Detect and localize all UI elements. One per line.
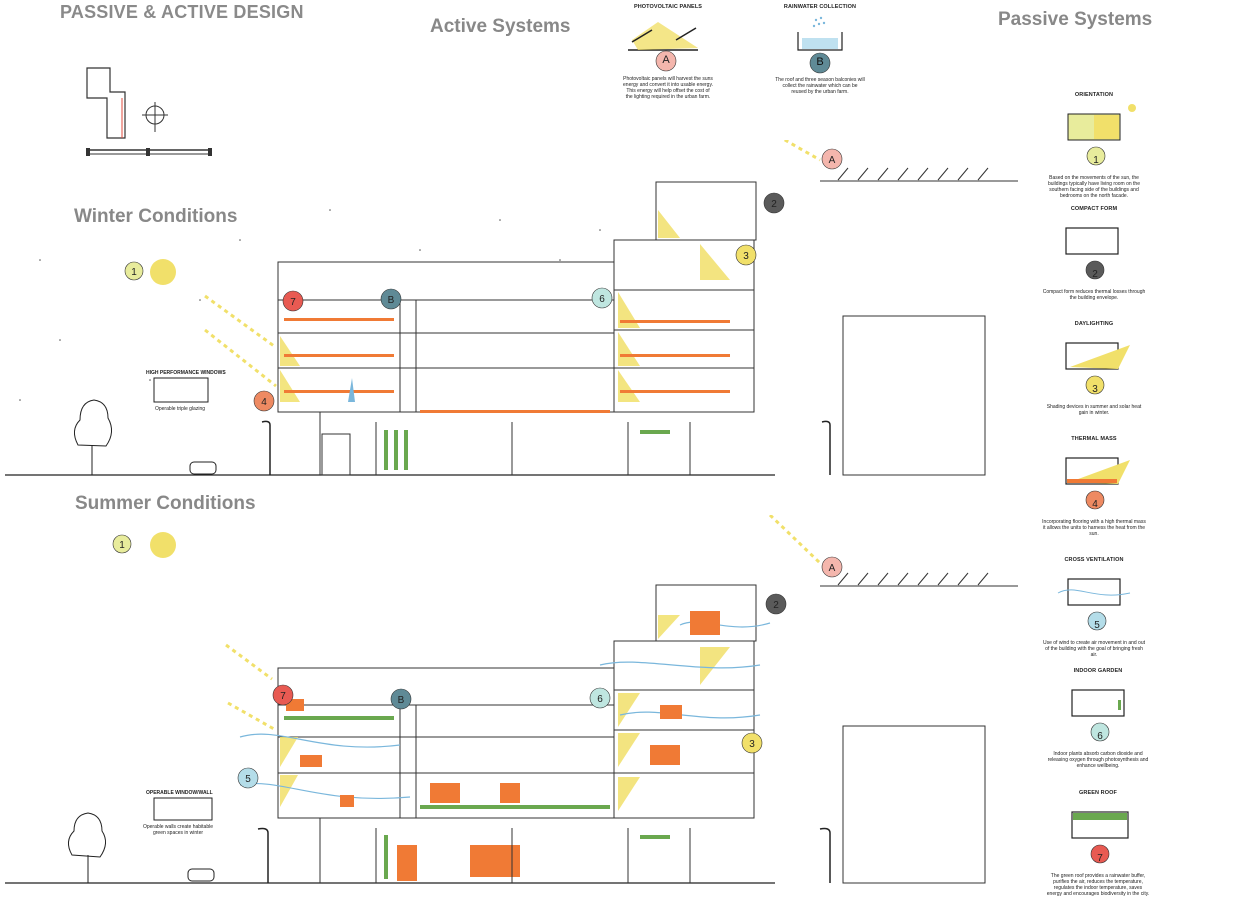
winter-callout-title: HIGH PERFORMANCE WINDOWS: [146, 370, 226, 376]
svg-text:3: 3: [749, 739, 755, 750]
compact-form-title: COMPACT FORM: [1070, 206, 1118, 212]
thermal-mass-title: THERMAL MASS: [1071, 436, 1117, 442]
winter-sun-icon: [150, 259, 176, 285]
active-systems-heading: Active Systems: [430, 16, 571, 37]
svg-text:5: 5: [245, 774, 251, 785]
svg-text:B: B: [388, 295, 395, 306]
orientation-number: 1: [1093, 155, 1099, 166]
indoor-garden-icon: [1071, 689, 1125, 742]
passive-item-compact-form: COMPACT FORM 2 Compact form reduces ther…: [1042, 206, 1146, 301]
svg-text:1: 1: [131, 267, 137, 278]
svg-text:B: B: [398, 695, 405, 706]
summer-sun-icon: [150, 532, 176, 558]
indoor-garden-desc: Indoor plants absorb carbon dioxide and …: [1047, 751, 1149, 769]
svg-text:7: 7: [280, 691, 286, 702]
summer-section-drawing: A 2 3 7 B 6 5 1: [5, 515, 1018, 884]
passive-item-daylighting: DAYLIGHTING 3 Shading devices in summer …: [1042, 321, 1146, 416]
summer-orientation-marker: [112, 534, 132, 554]
svg-text:A: A: [829, 563, 836, 574]
key-plan-icon: [86, 67, 212, 156]
snow-dots: [19, 209, 601, 401]
green-roof-desc: The green roof provides a rainwater buff…: [1046, 873, 1150, 897]
svg-text:6: 6: [597, 694, 603, 705]
rainwater-title: RAINWATER COLLECTION: [783, 4, 857, 10]
summer-callout-desc: Operable walls create habitable green sp…: [142, 824, 214, 836]
summer-callout-title: OPERABLE WINDOW/WALL: [146, 790, 213, 796]
green-roof-title: GREEN ROOF: [1079, 790, 1117, 796]
svg-text:2: 2: [773, 600, 779, 611]
thermal-mass-desc: Incorporating flooring with a high therm…: [1042, 519, 1146, 537]
green-roof-number: 7: [1097, 853, 1103, 864]
svg-text:A: A: [829, 155, 836, 166]
thermal-mass-icon: [1065, 457, 1130, 510]
svg-text:3: 3: [743, 251, 749, 262]
cross-ventilation-icon: [1057, 578, 1131, 631]
winter-orientation-marker: [124, 261, 144, 281]
orientation-desc: Based on the movements of the sun, the b…: [1048, 175, 1140, 199]
active-item-rainwater: RAINWATER COLLECTION B The roof and thre…: [770, 4, 870, 95]
svg-text:2: 2: [771, 199, 777, 210]
svg-text:6: 6: [599, 294, 605, 305]
daylighting-icon: [1065, 342, 1130, 395]
rainwater-letter: B: [816, 56, 824, 68]
rainwater-desc: The roof and three season balconies will…: [775, 77, 865, 95]
photovoltaic-letter: A: [662, 54, 670, 66]
passive-item-green-roof: GREEN ROOF 7 The green roof provides a r…: [1046, 790, 1150, 897]
winter-conditions-heading: Winter Conditions: [74, 206, 238, 227]
passive-item-cross-ventilation: CROSS VENTILATION 5 Use of wind to creat…: [1042, 557, 1146, 658]
svg-text:1: 1: [119, 540, 125, 551]
orientation-icon: [1067, 104, 1136, 166]
compact-form-icon: [1065, 227, 1119, 280]
rainwater-icon: [797, 16, 843, 51]
passive-item-indoor-garden: INDOOR GARDEN 6 Indoor plants absorb car…: [1046, 668, 1150, 769]
passive-systems-heading: Passive Systems: [998, 9, 1153, 30]
compact-form-number: 2: [1092, 269, 1098, 280]
daylighting-desc: Shading devices in summer and solar heat…: [1046, 404, 1142, 416]
photovoltaic-desc: Photovoltaic panels will harvest the sun…: [623, 76, 713, 100]
svg-text:4: 4: [261, 397, 267, 408]
thermal-mass-number: 4: [1092, 499, 1098, 510]
compact-form-desc: Compact form reduces thermal losses thro…: [1042, 289, 1146, 301]
orientation-title: ORIENTATION: [1074, 92, 1114, 98]
daylighting-number: 3: [1092, 384, 1098, 395]
green-roof-icon: [1071, 811, 1129, 864]
cross-ventilation-desc: Use of wind to create air movement in an…: [1043, 640, 1145, 658]
passive-item-thermal-mass: THERMAL MASS 4 Incorporating flooring wi…: [1042, 436, 1146, 537]
winter-callout-desc: Operable triple glazing: [154, 406, 206, 412]
daylighting-title: DAYLIGHTING: [1074, 321, 1114, 327]
page-title: PASSIVE & ACTIVE DESIGN: [60, 2, 304, 22]
indoor-garden-title: INDOOR GARDEN: [1073, 668, 1123, 674]
active-item-photovoltaic: PHOTOVOLTAIC PANELS A Photovoltaic panel…: [618, 4, 718, 100]
cross-ventilation-number: 5: [1094, 620, 1100, 631]
photovoltaic-title: PHOTOVOLTAIC PANELS: [633, 4, 703, 10]
cross-ventilation-title: CROSS VENTILATION: [1064, 557, 1124, 563]
indoor-garden-number: 6: [1097, 731, 1103, 742]
winter-section-drawing: A 2 3 7 B 6 4 1: [5, 140, 1018, 476]
summer-conditions-heading: Summer Conditions: [75, 493, 256, 514]
svg-text:7: 7: [290, 297, 296, 308]
passive-item-orientation: ORIENTATION 1 Based on the movements of …: [1042, 92, 1146, 199]
